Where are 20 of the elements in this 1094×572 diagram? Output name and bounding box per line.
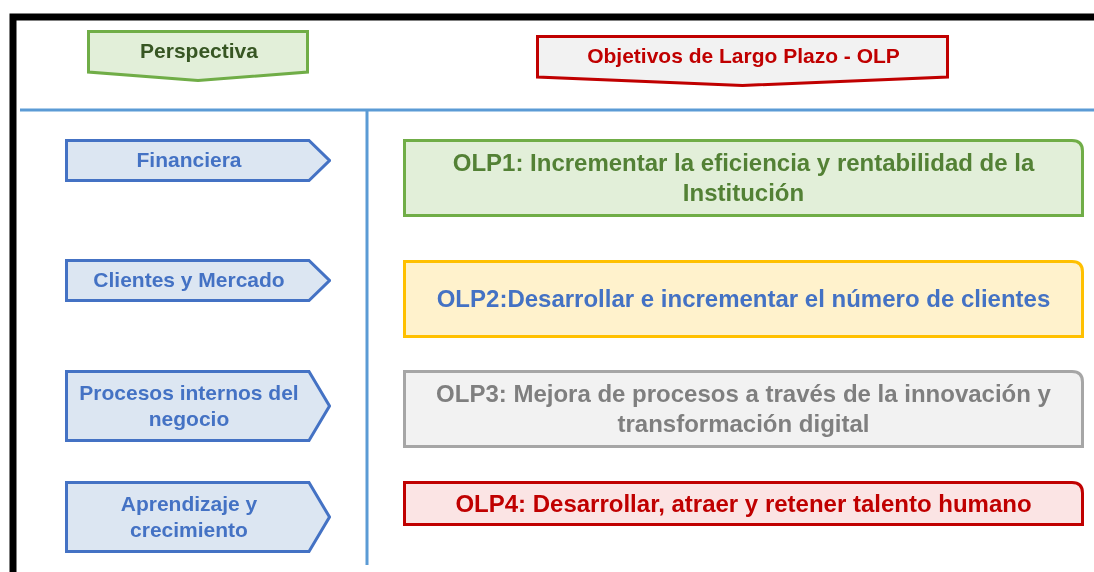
header-banner <box>87 30 309 82</box>
objective-box <box>403 481 1084 526</box>
node-label: OLP4: Desarrollar, atraer y retener talento humano <box>455 488 1032 519</box>
objective-box <box>403 370 1084 448</box>
pentagon-arrow-box <box>65 370 331 442</box>
objective-box <box>403 260 1084 338</box>
node-label: Perspectiva <box>140 37 258 64</box>
node-label: OLP3: Mejora de procesos a través de la innovación y transformación digital <box>435 379 1052 439</box>
node-label: Aprendizaje y crecimiento <box>119 490 259 543</box>
header-banner <box>536 35 949 87</box>
objective-box <box>403 139 1084 217</box>
node-label: Clientes y Mercado <box>93 267 285 294</box>
pentagon-arrow-box <box>65 481 331 553</box>
node-label: Objetivos de Largo Plazo - OLP <box>587 42 900 69</box>
node-label: Procesos internos del negocio <box>78 379 300 432</box>
pentagon-arrow-box <box>65 259 331 302</box>
node-label: Financiera <box>136 147 242 174</box>
node-label: OLP2:Desarrollar e incrementar el número de clientes <box>436 284 1051 314</box>
pentagon-arrow-box <box>65 139 331 182</box>
node-label: OLP1: Incrementar la eficiencia y rentabilidad de la Institución <box>451 148 1036 208</box>
